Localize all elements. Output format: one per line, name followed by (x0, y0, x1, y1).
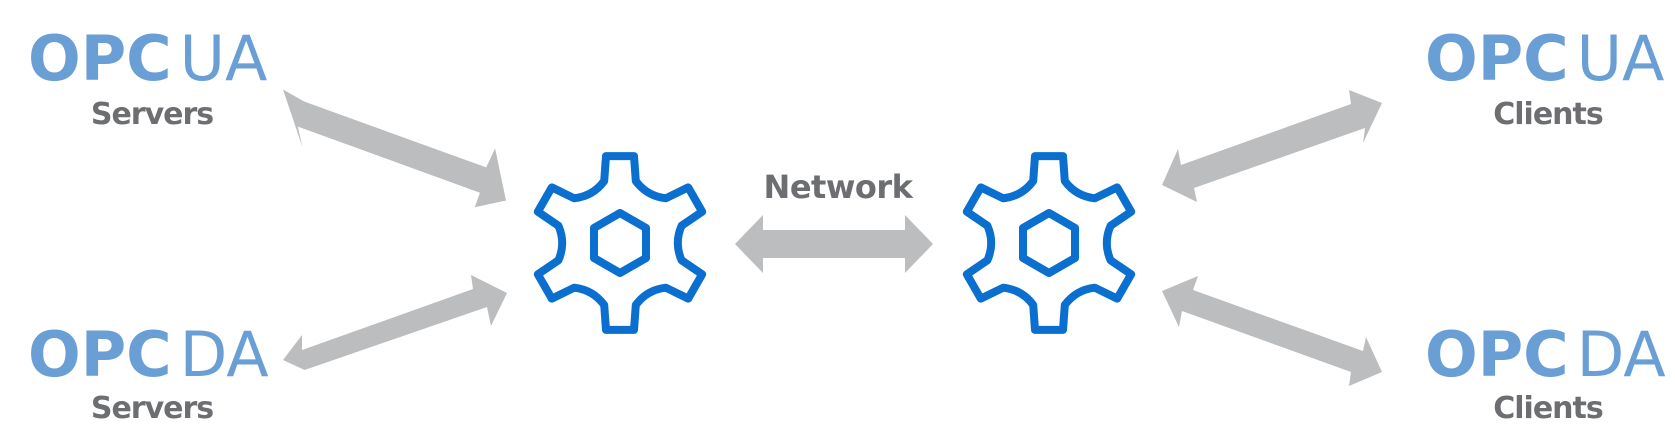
arrow-da-servers-to-gateway (283, 275, 507, 370)
arrow-gateway-to-ua-clients (1162, 90, 1382, 202)
arrow-network-link (735, 215, 933, 273)
opc-ua-servers-suffix: UA (180, 22, 268, 95)
opc-ua-servers-brand: OPC (28, 22, 172, 95)
opc-ua-clients-brand: OPC (1425, 22, 1569, 95)
opc-ua-servers-label: Servers (91, 97, 213, 132)
gear-icon (962, 152, 1136, 334)
opc-da-clients-brand: OPC (1425, 318, 1569, 391)
opc-ua-clients-label: Clients (1493, 97, 1603, 132)
opc-da-servers-suffix: DA (180, 318, 269, 391)
opc-da-servers-brand: OPC (28, 318, 172, 391)
gateway-left (533, 152, 707, 334)
arrow-gateway-to-da-clients (1162, 276, 1382, 386)
gear-hub-icon (1019, 209, 1079, 277)
gear-icon (533, 152, 707, 334)
arrow-ua-servers-to-gateway (283, 89, 506, 208)
opc-da-clients-suffix: DA (1577, 318, 1666, 391)
network-label: Network (764, 168, 914, 206)
gateway-right (962, 152, 1136, 334)
gear-hub-icon (590, 209, 650, 277)
opc-ua-clients-suffix: UA (1577, 22, 1665, 95)
opc-da-servers-label: Servers (91, 391, 213, 426)
opc-da-clients-label: Clients (1493, 391, 1603, 426)
